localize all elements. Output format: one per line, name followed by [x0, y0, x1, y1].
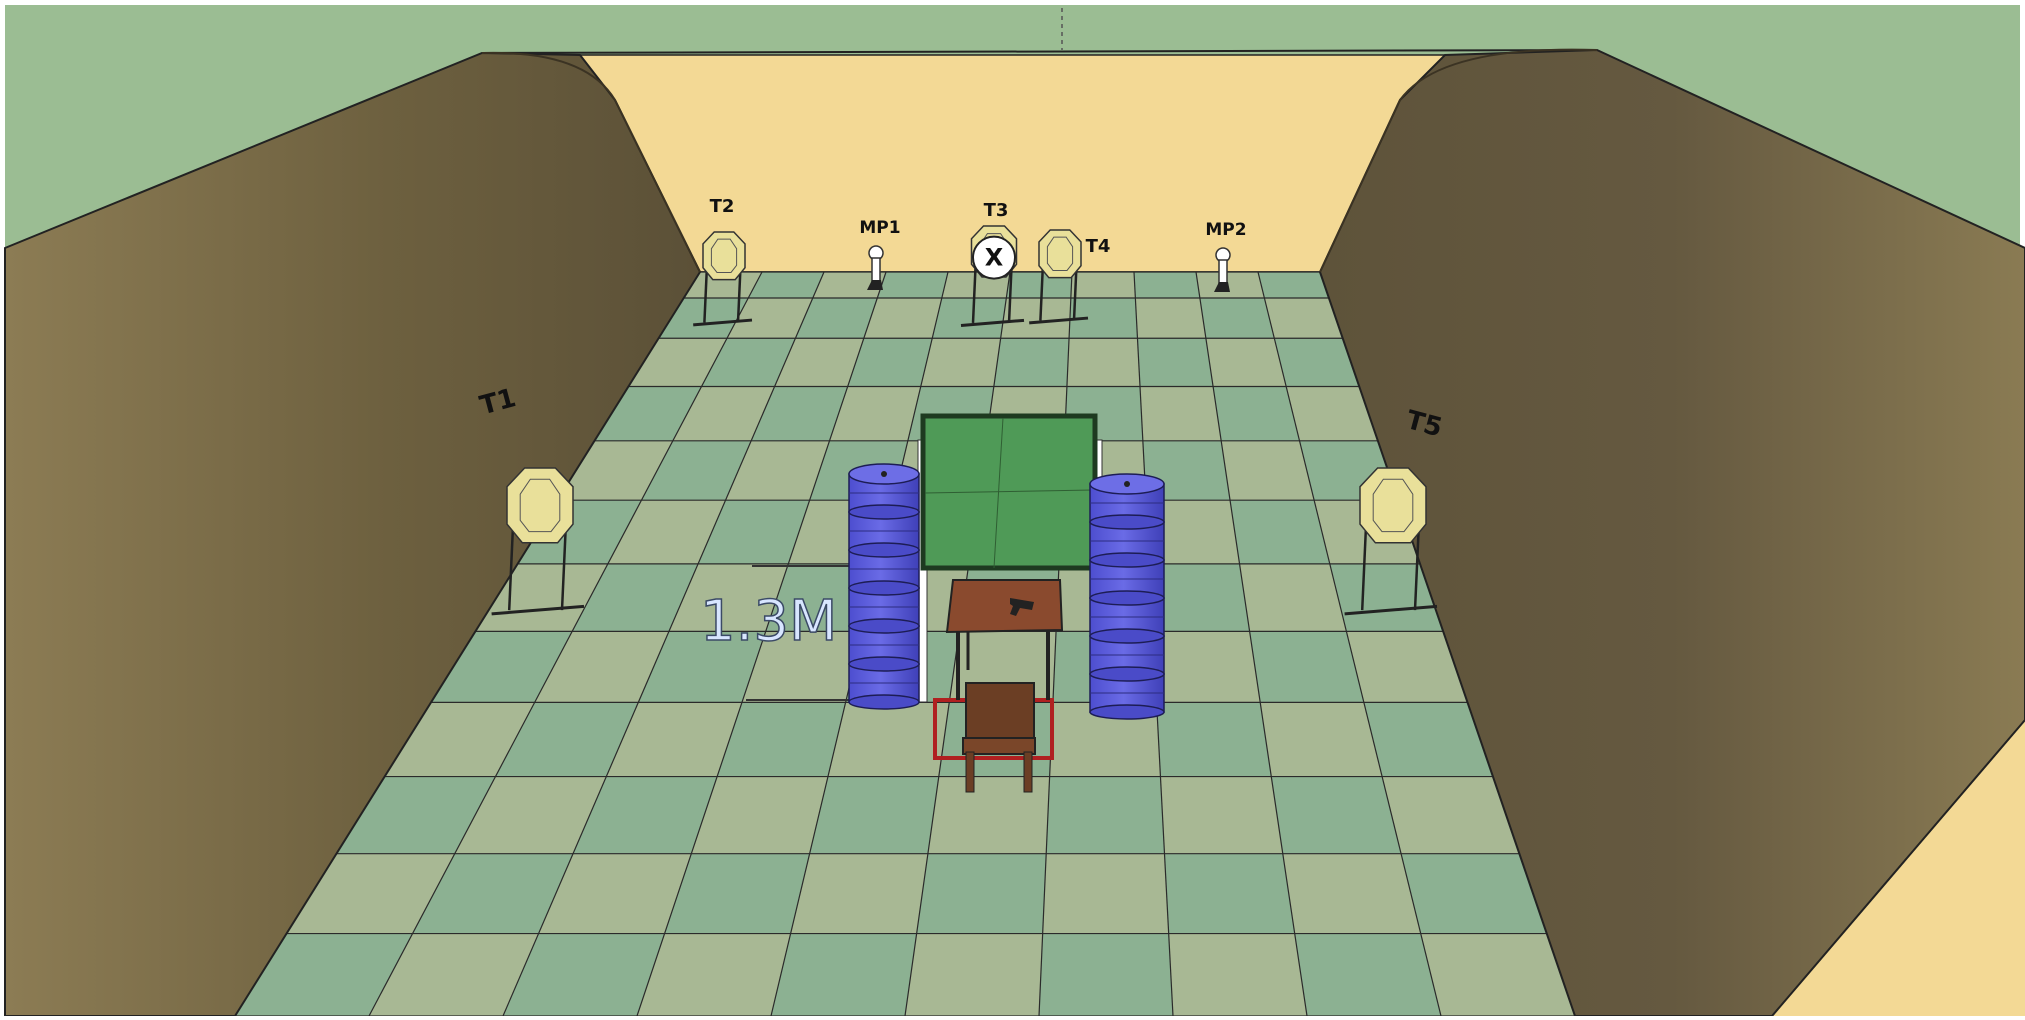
- floor-tile: [1140, 386, 1221, 440]
- floor-tile: [1196, 272, 1264, 298]
- chair-leg: [1024, 752, 1032, 792]
- floor-tile: [828, 702, 949, 776]
- floor-tile: [771, 934, 917, 1016]
- floor-tile: [1206, 338, 1286, 386]
- floor-tile: [810, 777, 939, 854]
- barrel-rim: [849, 505, 919, 519]
- floor-tile: [1157, 702, 1272, 776]
- floor-tile: [917, 854, 1047, 934]
- floor-tile: [1271, 777, 1401, 854]
- barrel-rim: [849, 543, 919, 557]
- floor-tile: [994, 338, 1069, 386]
- barrel-rim: [849, 657, 919, 671]
- barrel-rim: [1090, 667, 1164, 681]
- target-label-t2: T2: [710, 196, 735, 217]
- floor-tile: [1250, 631, 1364, 702]
- barrel-rim: [849, 581, 919, 595]
- barrel-rim: [1090, 629, 1164, 643]
- table-top: [947, 580, 1062, 632]
- distance-label: 1.3M: [700, 589, 837, 654]
- popper-body: [872, 258, 880, 282]
- floor-tile: [1043, 854, 1169, 934]
- barrel-rim: [1090, 591, 1164, 605]
- floor-tile: [1164, 854, 1294, 934]
- barrel-stack-right: [1090, 474, 1164, 719]
- popper-label-mp1: MP1: [859, 218, 900, 238]
- floor-tile: [1134, 272, 1200, 298]
- barrel-bung: [1124, 481, 1130, 487]
- floor-tile: [1230, 500, 1330, 564]
- popper-label-mp2: MP2: [1205, 220, 1246, 240]
- floor-tile: [1135, 298, 1206, 338]
- barrel-rim: [1090, 553, 1164, 567]
- barrel-rim: [849, 695, 919, 709]
- barrel-rim: [1090, 515, 1164, 529]
- chair-back: [966, 683, 1034, 743]
- floor-tile: [1039, 934, 1173, 1016]
- floor-tile: [1260, 702, 1382, 776]
- floor-tile: [1001, 298, 1071, 338]
- floor-tile: [1213, 386, 1299, 440]
- no-shoot-mark: X: [985, 244, 1004, 272]
- barrel-rim: [849, 619, 919, 633]
- target-label-t4: T4: [1086, 236, 1111, 257]
- floor-tile: [905, 934, 1043, 1016]
- floor-tile: [1295, 934, 1441, 1016]
- floor-tile: [1153, 631, 1260, 702]
- target-label-t3: T3: [984, 200, 1009, 221]
- floor-tile: [1283, 854, 1421, 934]
- floor-tile: [1169, 934, 1307, 1016]
- floor-tile: [791, 854, 928, 934]
- barrel-stack-left: [849, 464, 919, 709]
- floor-tile: [1200, 298, 1274, 338]
- floor-tile: [1160, 777, 1282, 854]
- floor-tile: [877, 272, 948, 298]
- floor-tile: [1046, 777, 1164, 854]
- popper-body: [1219, 260, 1227, 284]
- floor-tile: [1240, 564, 1347, 632]
- barrel-bung: [881, 471, 887, 477]
- floor-tile: [932, 298, 1006, 338]
- floor-tile: [1067, 338, 1140, 386]
- floor-tile: [921, 338, 1001, 386]
- chair-leg: [966, 752, 974, 792]
- floor-tile: [1137, 338, 1213, 386]
- barrel-rim: [1090, 705, 1164, 719]
- floor-tile: [1221, 441, 1314, 500]
- floor-tile: [1258, 272, 1329, 298]
- floor-tile: [1071, 272, 1136, 298]
